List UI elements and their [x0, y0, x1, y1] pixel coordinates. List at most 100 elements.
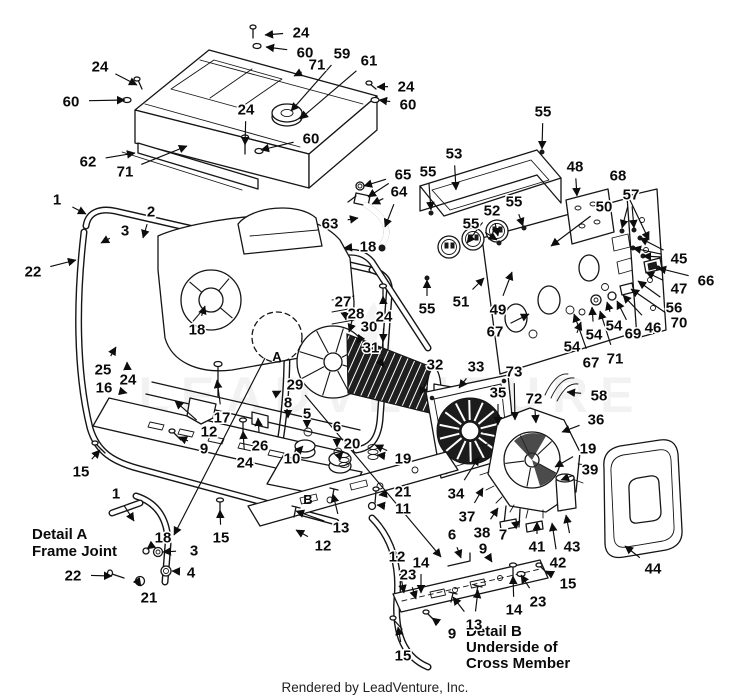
- detail-a-circle: [251, 311, 303, 363]
- callout-leader-line: [260, 141, 294, 153]
- part-number-label: 60: [63, 94, 80, 111]
- callout-leader-line: [572, 178, 581, 197]
- callout-leader-line: [378, 96, 391, 106]
- part-number-label: 9: [200, 441, 208, 458]
- callout-leader-line: [264, 30, 284, 39]
- detail-a-subtitle: Frame Joint: [32, 543, 117, 560]
- part-number-label: 71: [607, 351, 624, 368]
- detail-b-subtitle1: Underside of: [466, 639, 559, 656]
- fuel-cap: [271, 103, 303, 127]
- part-number-label: 66: [698, 273, 715, 290]
- callout-leader-line: [572, 313, 587, 349]
- callout-leader-line: [141, 223, 150, 239]
- part-number-label: 1: [112, 486, 120, 503]
- callout-leader-line: [330, 493, 340, 515]
- detail-a-title: Detail A: [32, 526, 87, 543]
- callout-leader-line: [639, 237, 664, 251]
- callout-leader-line: [605, 301, 614, 313]
- part-number-label: 26: [252, 438, 269, 455]
- part-number-label: 55: [420, 164, 437, 181]
- callout-leader-line: [473, 487, 484, 504]
- part-number-label: 12: [315, 538, 332, 555]
- part-number-label: 14: [506, 602, 523, 619]
- callout-leader-line: [290, 64, 332, 112]
- callout-leader-line: [105, 150, 136, 159]
- part-number-label: 49: [490, 302, 507, 319]
- callout-leader-line: [141, 145, 188, 165]
- part-number-label: 71: [117, 164, 134, 181]
- stator-wires: [544, 373, 579, 402]
- engine-drawing: [157, 207, 355, 372]
- part-number-label: 38: [474, 525, 491, 542]
- callout-leader-line: [118, 386, 128, 396]
- callout-leader-line: [398, 568, 407, 594]
- fuel-tank-drawing: [121, 24, 380, 191]
- part-number-label: 25: [95, 362, 112, 379]
- callout-leader-line: [367, 182, 390, 198]
- callout-leader-line: [371, 196, 384, 205]
- callout-leader-line: [378, 489, 388, 498]
- callout-leader-line: [463, 456, 480, 481]
- part-number-label: 31: [363, 340, 380, 357]
- part-number-label: 16: [96, 380, 113, 397]
- callout-leader-line: [299, 70, 357, 120]
- callout-leader-line: [108, 346, 117, 357]
- detail-a-drawing: Detail A Frame Joint: [32, 492, 172, 587]
- part-number-label: 23: [530, 594, 547, 611]
- part-number-label: 8: [284, 395, 292, 412]
- callout-leader-line: [334, 451, 344, 461]
- part-number-label: 15: [560, 576, 577, 593]
- part-number-label: 60: [303, 131, 320, 148]
- part-number-label: 41: [529, 539, 546, 556]
- callout-leader-line: [340, 311, 349, 321]
- part-number-label: 6: [448, 527, 456, 544]
- callout-leader-line: [657, 265, 689, 277]
- callout-leader-line: [520, 574, 531, 589]
- part-number-label: 27: [335, 294, 352, 311]
- part-number-label: 33: [468, 359, 485, 376]
- callout-leader-line: [90, 571, 113, 581]
- callout-leader-line: [295, 509, 325, 522]
- callout-leader-line: [347, 322, 356, 333]
- part-number-label: 21: [141, 590, 158, 607]
- callout-leader-line: [376, 501, 386, 511]
- detail-reference-line: [304, 394, 442, 558]
- part-number-label: 37: [459, 509, 476, 526]
- callout-leader-line: [239, 430, 248, 450]
- part-number-label: 54: [606, 318, 623, 335]
- callout-leader-line: [472, 277, 485, 290]
- callout-leader-line: [347, 215, 359, 224]
- callout-leader-line: [254, 417, 263, 433]
- part-number-label: 6: [333, 419, 341, 436]
- part-number-label: 29: [287, 377, 304, 394]
- part-number-label: 43: [564, 539, 581, 556]
- callout-leader-line: [240, 121, 250, 146]
- part-number-label: 12: [201, 424, 218, 441]
- callout-leader-line: [132, 576, 142, 587]
- part-number-label: 65: [395, 167, 412, 184]
- detail-reference-line: [173, 357, 266, 536]
- part-number-label: 2: [147, 204, 155, 221]
- callout-leader-line: [213, 379, 223, 405]
- footer-credit: Rendered by LeadVenture, Inc.: [281, 680, 469, 695]
- callout-leader-line: [561, 424, 580, 434]
- part-number-label: 9: [448, 626, 456, 643]
- part-number-label: 72: [526, 391, 543, 408]
- part-number-label: 20: [344, 436, 361, 453]
- callout-leader-line: [623, 187, 650, 241]
- detail-b-title: Detail B: [466, 623, 522, 640]
- part-number-label: 11: [395, 501, 411, 518]
- part-number-label: 69: [625, 326, 642, 343]
- part-number-label: 13: [466, 617, 483, 634]
- cross-member-drawing: [247, 451, 459, 527]
- part-number-label: 35: [490, 385, 507, 402]
- part-number-label: 34: [448, 486, 465, 503]
- part-number-label: 4: [187, 565, 196, 582]
- part-number-label: 64: [391, 184, 408, 201]
- callout-leader-line: [215, 509, 225, 525]
- part-number-label: 24: [237, 455, 254, 472]
- callout-leader-line: [531, 410, 540, 424]
- part-number-label: 57: [623, 187, 640, 204]
- callout-leader-line: [431, 617, 442, 627]
- callout-leader-line: [72, 206, 87, 215]
